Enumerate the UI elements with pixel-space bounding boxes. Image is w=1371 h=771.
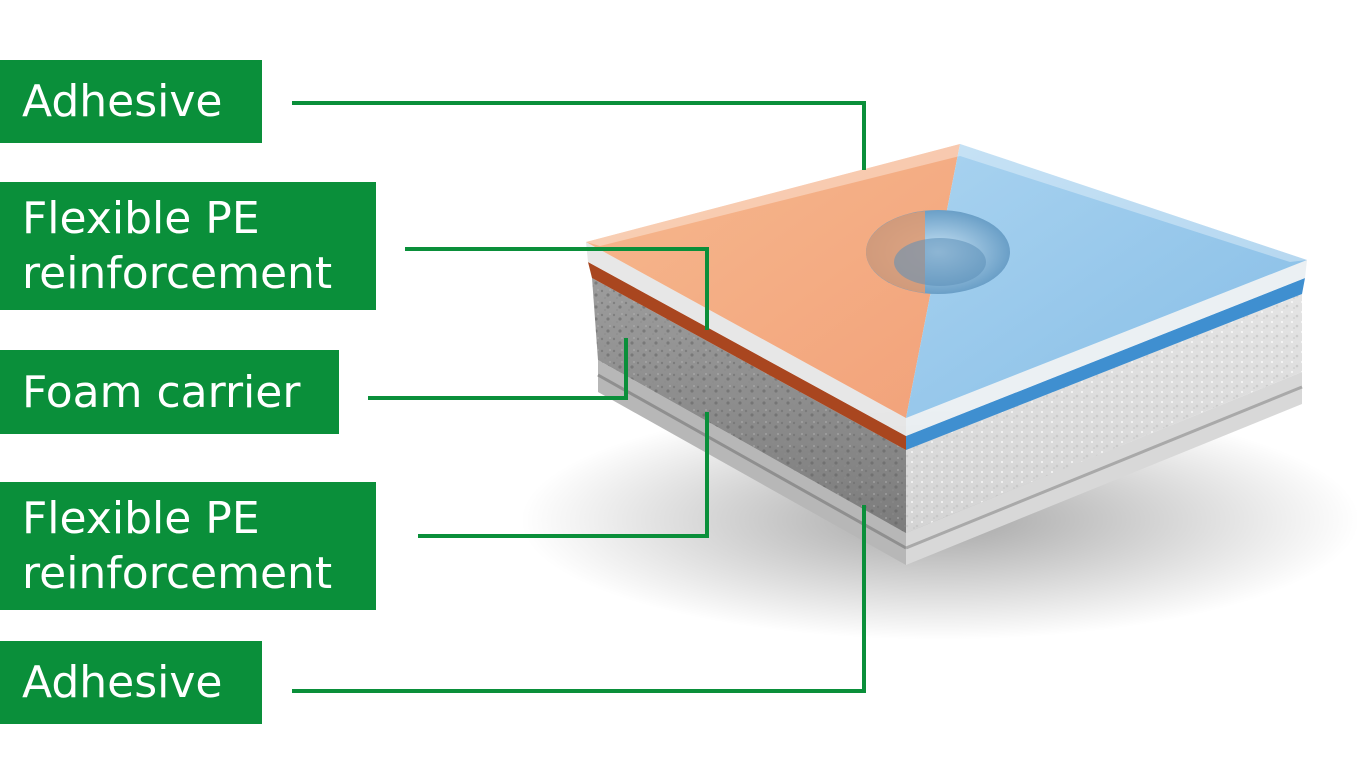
leader-line-adhesive-top: [292, 101, 866, 170]
pe-band-left: [588, 262, 906, 450]
foam-left-texture: [592, 278, 906, 533]
leader-line-adhesive-bottom: [292, 505, 866, 693]
label-pe-bottom-line-2: reinforcement: [22, 548, 333, 599]
label-adhesive-bottom-text: Adhesive: [22, 657, 223, 708]
leader-line-foam: [368, 338, 628, 400]
label-pe-top-line-1: Flexible PE: [22, 193, 260, 244]
countersunk-hole-inner: [894, 238, 986, 286]
label-foam-text: Foam carrier: [22, 366, 301, 418]
bottom-liner-seam-left: [597, 373, 907, 550]
label-pe-reinforcement-bottom: Flexible PE reinforcement: [0, 482, 376, 610]
bottom-liner-seam-right: [905, 385, 1303, 550]
label-adhesive-top-text: Adhesive: [22, 76, 223, 127]
top-edge-right: [906, 260, 1307, 436]
top-surface-copper: [586, 144, 960, 418]
label-adhesive-bottom: Adhesive: [0, 641, 262, 724]
label-pe-reinforcement-top: Flexible PE reinforcement: [0, 182, 376, 310]
leader-line-pe-top: [405, 247, 709, 330]
label-pe-top-line-2: reinforcement: [22, 248, 333, 299]
label-adhesive-top: Adhesive: [0, 60, 262, 143]
label-pe-bottom-line-1: Flexible PE: [22, 493, 260, 544]
top-surface-blue: [906, 144, 1307, 418]
label-foam-carrier: Foam carrier: [0, 350, 339, 434]
pe-band-right: [906, 278, 1305, 450]
top-edge-left: [586, 242, 906, 436]
foam-right-texture: [906, 294, 1302, 533]
leader-line-pe-bottom: [418, 412, 709, 538]
